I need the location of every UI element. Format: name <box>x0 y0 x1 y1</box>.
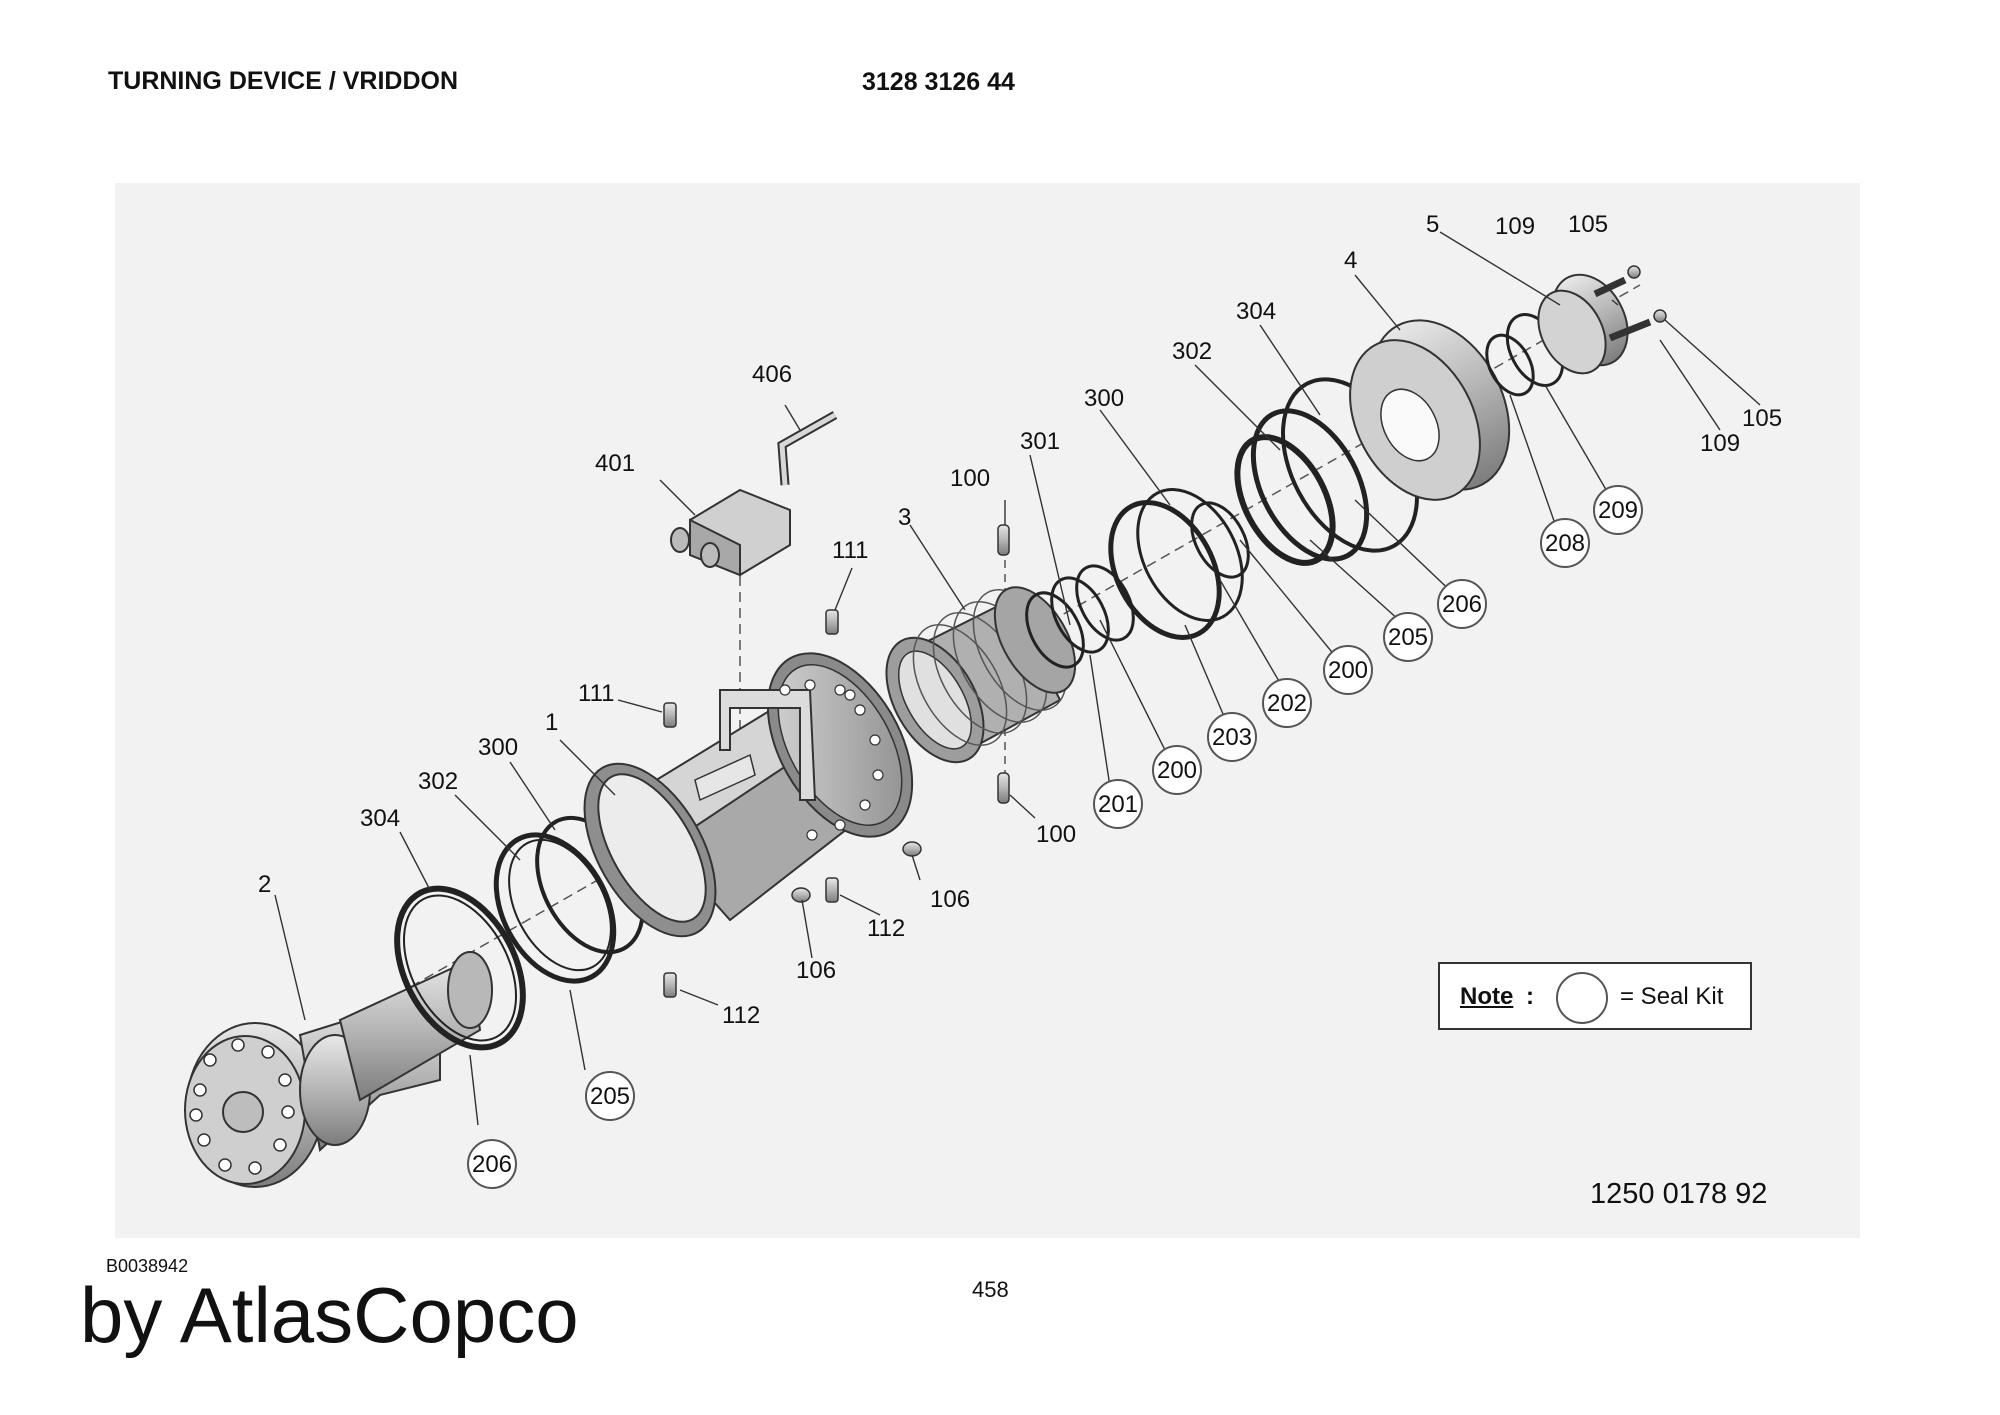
svg-text:202: 202 <box>1267 690 1307 717</box>
drawing-number: 1250 0178 92 <box>1590 1178 1768 1210</box>
seal-kit-callout-205-right: 205 <box>1383 612 1433 662</box>
callout-100-bottom: 100 <box>1036 821 1076 848</box>
part-number: 3128 3126 44 <box>862 68 1015 96</box>
callout-100-top: 100 <box>950 465 990 492</box>
hose-fitting-part <box>777 411 838 486</box>
callout-111-right: 111 <box>832 537 868 564</box>
svg-text:200: 200 <box>1157 757 1197 784</box>
page-number: 458 <box>972 1277 1009 1302</box>
callout-106-upper: 106 <box>930 886 970 913</box>
callout-300-right: 300 <box>1084 385 1124 412</box>
callout-401: 401 <box>595 450 635 477</box>
cylinder-housing-part <box>583 652 914 938</box>
seal-kit-legend: Note : = Seal Kit <box>1438 962 1752 1030</box>
callout-406: 406 <box>752 361 792 388</box>
fasteners <box>663 265 1667 998</box>
svg-text:201: 201 <box>1098 791 1138 818</box>
svg-text:206: 206 <box>472 1151 512 1178</box>
callout-112-lower: 112 <box>722 1002 760 1029</box>
seal-kit-callout-205-left: 205 <box>585 1071 635 1121</box>
callout-301: 301 <box>1020 428 1060 455</box>
seal-kit-callout-208: 208 <box>1540 518 1590 568</box>
callout-304-right: 304 <box>1236 298 1276 325</box>
seal-kit-callout-201: 201 <box>1093 779 1143 829</box>
note-colon: : <box>1526 983 1534 1010</box>
seal-kit-symbol <box>1556 972 1608 1024</box>
svg-text:205: 205 <box>1388 624 1428 651</box>
callout-4: 4 <box>1344 247 1357 274</box>
svg-text:205: 205 <box>590 1083 630 1110</box>
seal-kit-callout-203: 203 <box>1207 712 1257 762</box>
seal-kit-callout-200-upper: 200 <box>1323 645 1373 695</box>
svg-text:206: 206 <box>1442 591 1482 618</box>
callout-304-left: 304 <box>360 805 400 832</box>
svg-text:208: 208 <box>1545 530 1585 557</box>
callout-109-right: 109 <box>1700 430 1740 457</box>
document-title: TURNING DEVICE / VRIDDON <box>108 67 459 95</box>
callout-3: 3 <box>898 504 911 531</box>
svg-text:200: 200 <box>1328 657 1368 684</box>
callout-302-right: 302 <box>1172 338 1212 365</box>
valve-block-part <box>670 488 791 577</box>
callout-5: 5 <box>1426 211 1439 238</box>
leader-lines <box>274 231 1761 1126</box>
callout-2: 2 <box>258 871 271 898</box>
callout-105-top: 105 <box>1568 211 1608 238</box>
brand-watermark: by AtlasCopco <box>80 1271 579 1359</box>
svg-text:203: 203 <box>1212 724 1252 751</box>
threaded-sleeve-part <box>885 586 1077 764</box>
seal-kit-callout-202: 202 <box>1262 678 1312 728</box>
shaft-flange-part <box>184 951 493 1188</box>
seal-kit-callout-209: 209 <box>1593 485 1643 535</box>
callout-109-top: 109 <box>1495 213 1535 240</box>
seal-kit-callout-206-left: 206 <box>467 1139 517 1189</box>
callout-1: 1 <box>545 709 558 736</box>
end-plate-part <box>1485 273 1629 397</box>
note-text: = Seal Kit <box>1620 983 1724 1010</box>
callout-111-left: 111 <box>578 680 614 707</box>
reference-code: B0038942 <box>106 1256 189 1276</box>
svg-text:209: 209 <box>1598 497 1638 524</box>
seal-kit-callout-206-right: 206 <box>1437 579 1487 629</box>
callout-302-left: 302 <box>418 768 458 795</box>
callout-112-upper: 112 <box>867 915 905 942</box>
seal-kit-callout-200-lower: 200 <box>1152 745 1202 795</box>
note-label: Note <box>1460 983 1514 1010</box>
end-cap-part <box>1349 319 1511 501</box>
callout-105-right: 105 <box>1742 405 1782 432</box>
callout-106-lower: 106 <box>796 957 836 984</box>
callout-300-left: 300 <box>478 734 518 761</box>
